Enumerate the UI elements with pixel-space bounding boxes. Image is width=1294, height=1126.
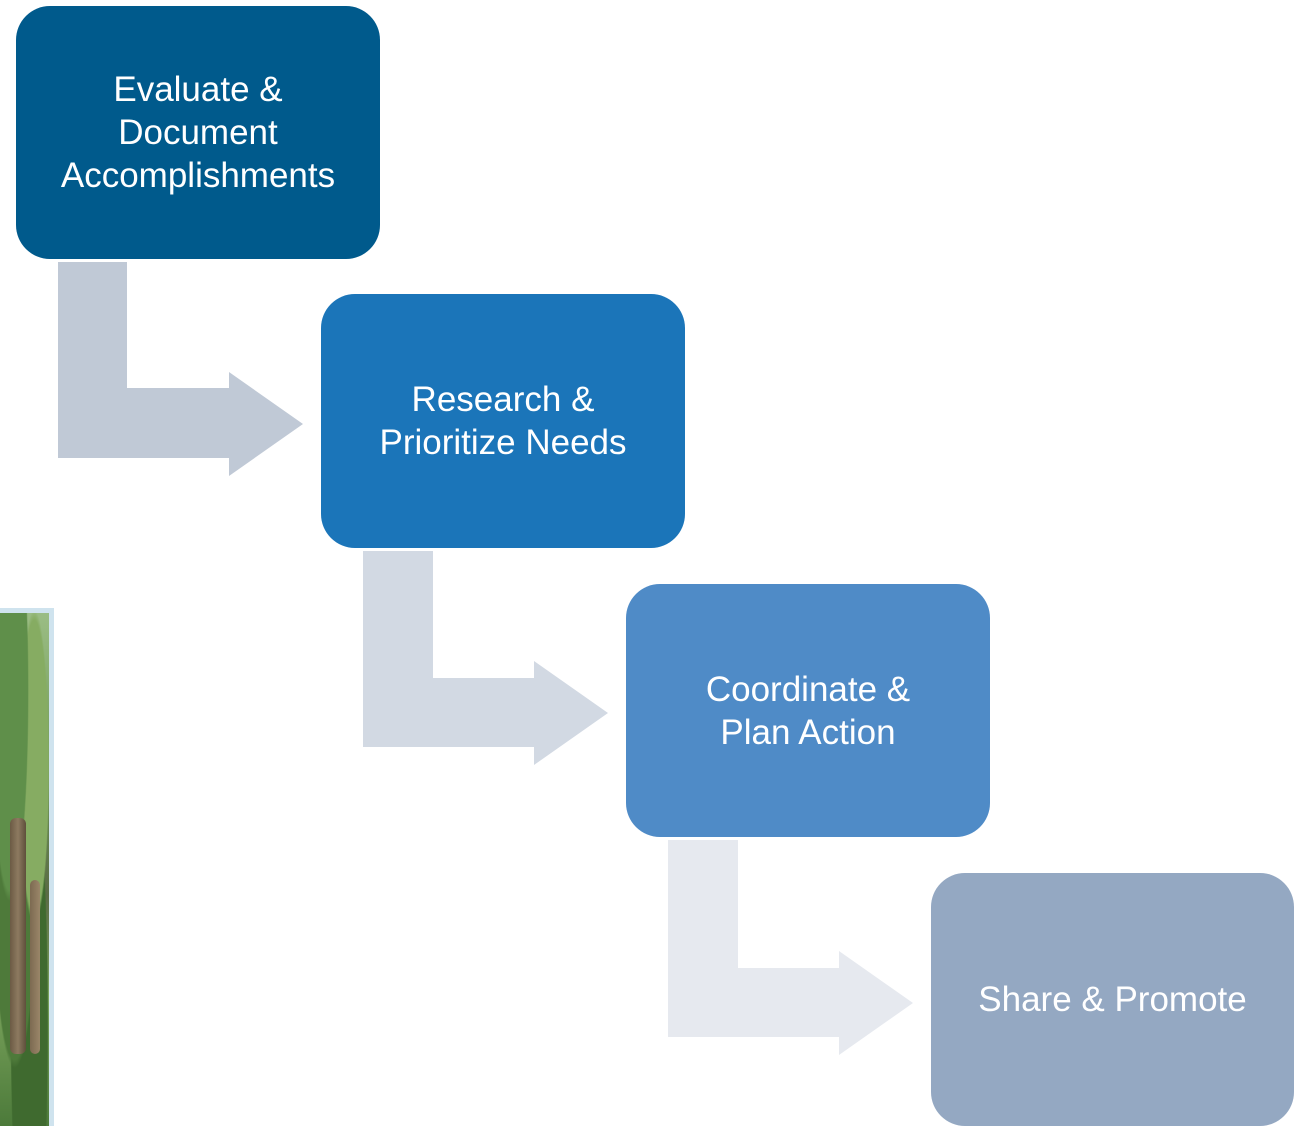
step-label: Share & Promote [978, 980, 1247, 1019]
connector-arrow-2 [363, 551, 608, 765]
step-box-research: Research &Prioritize Needs [321, 294, 685, 548]
step-label: Coordinate &Plan Action [705, 669, 911, 752]
step-label: Research &Prioritize Needs [379, 380, 627, 462]
connector-arrow-1 [58, 262, 303, 476]
step-box-coordinate: Coordinate &Plan Action [626, 584, 990, 837]
connector-arrow-3 [668, 840, 913, 1055]
step-box-share: Share & Promote [931, 873, 1294, 1126]
forest-photo [0, 608, 54, 1126]
tree-trunk [10, 818, 26, 1055]
tree-trunk [30, 879, 40, 1055]
